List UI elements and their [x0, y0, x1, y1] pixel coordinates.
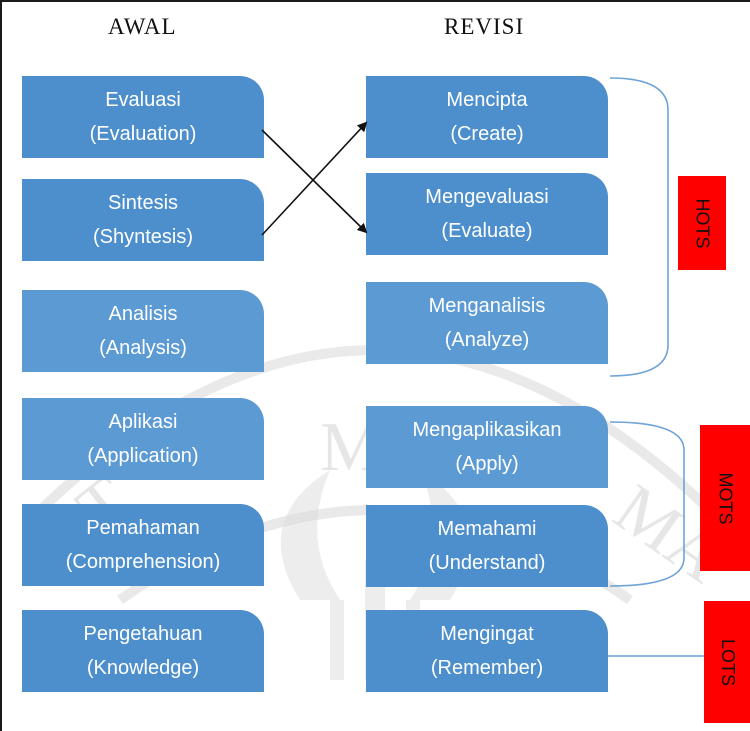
revisi-label: Mengingat [440, 623, 534, 645]
revisi-label: Mengevaluasi [425, 186, 549, 208]
mots-bracket [609, 421, 685, 587]
hots-label: HOTS [692, 197, 713, 249]
lots-tag: LOTS [704, 601, 750, 723]
awal-label: Analisis [108, 303, 178, 325]
awal-label: Pengetahuan [83, 623, 203, 645]
revisi-box-menganalisis: Menganalisis (Analyze) [366, 282, 608, 364]
revisi-label-en: (Analyze) [444, 329, 530, 351]
awal-label: Evaluasi [105, 89, 181, 111]
revisi-box-memahami: Memahami (Understand) [366, 505, 608, 587]
revisi-box-mengingat: Mengingat (Remember) [366, 610, 608, 692]
header-revisi: REVISI [444, 14, 525, 39]
revisi-label: Mencipta [446, 89, 528, 111]
awal-label-en: (Evaluation) [89, 123, 197, 145]
awal-label: Pemahaman [86, 517, 200, 539]
awal-box-sintesis: Sintesis (Shyntesis) [22, 179, 264, 261]
hots-tag: HOTS [678, 176, 726, 270]
awal-box-analisis: Analisis (Analysis) [22, 290, 264, 372]
revisi-box-mencipta: Mencipta (Create) [366, 76, 608, 158]
awal-label-en: (Analysis) [99, 337, 187, 359]
revisi-box-mengevaluasi: Mengevaluasi (Evaluate) [366, 173, 608, 255]
awal-label-en: (Shyntesis) [92, 226, 194, 248]
revisi-label-en: (Create) [450, 123, 524, 145]
revisi-box-mengaplikasikan: Mengaplikasikan (Apply) [366, 406, 608, 488]
lots-label: LOTS [717, 638, 738, 686]
awal-box-aplikasi: Aplikasi (Application) [22, 398, 264, 480]
awal-box-pengetahuan: Pengetahuan (Knowledge) [22, 610, 264, 692]
awal-label: Sintesis [107, 192, 179, 214]
revisi-label: Menganalisis [428, 295, 546, 317]
hots-bracket [609, 77, 669, 377]
revisi-label-en: (Evaluate) [441, 220, 533, 242]
header-awal: AWAL [108, 14, 177, 39]
revisi-label-en: (Remember) [430, 657, 544, 679]
arrow-sintesis-to-mencipta [261, 121, 368, 236]
revisi-label: Memahami [437, 518, 537, 540]
arrow-evaluasi-to-mengevaluasi [261, 129, 368, 234]
awal-label-en: (Knowledge) [86, 657, 200, 679]
awal-box-evaluasi: Evaluasi (Evaluation) [22, 76, 264, 158]
awal-label: Aplikasi [108, 411, 178, 433]
revisi-label-en: (Understand) [428, 552, 546, 574]
revisi-label-en: (Apply) [455, 453, 519, 475]
awal-box-pemahaman: Pemahaman (Comprehension) [22, 504, 264, 586]
awal-label-en: (Comprehension) [65, 551, 221, 573]
mots-tag: MOTS [700, 425, 750, 571]
awal-label-en: (Application) [87, 445, 199, 467]
mots-label: MOTS [715, 472, 736, 524]
revisi-label: Mengaplikasikan [412, 419, 562, 441]
